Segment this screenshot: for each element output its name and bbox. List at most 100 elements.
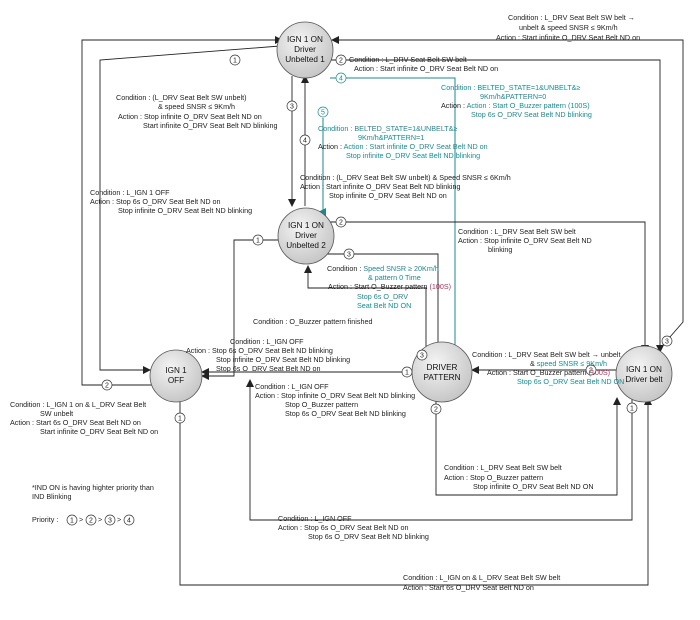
svg-text:4: 4 (127, 518, 131, 525)
priority-marker: 2 (335, 54, 347, 66)
transition-u2-ign-off-label: Condition : L_IGN OFF Action : Stop 6s O… (186, 337, 350, 373)
state-label: IGN 1 ON (287, 35, 323, 44)
svg-text:9Km/h&PATTERN=0: 9Km/h&PATTERN=0 (480, 92, 546, 101)
state-label: IGN 1 ON (288, 221, 324, 230)
svg-text:4: 4 (339, 76, 343, 83)
svg-text:Start infinite O_DRV Seat Belt: Start infinite O_DRV Seat Belt ND blinki… (143, 121, 278, 130)
edge-pattern-to-unbelted2 (304, 265, 427, 366)
priority-marker: 2 (101, 379, 113, 391)
svg-text:blinking: blinking (488, 245, 512, 254)
svg-text:Action : Stop O_Buzzer pattern: Action : Stop O_Buzzer pattern (444, 473, 543, 482)
svg-text:Stop O_Buzzer pattern: Stop O_Buzzer pattern (285, 400, 358, 409)
state-ign1-off: IGN 1 OFF (149, 349, 203, 403)
svg-text:2: 2 (339, 58, 343, 65)
transition-off-left-label: Condition : L_IGN 1 on & L_DRV Seat Belt… (10, 400, 158, 436)
svg-text:Stop 6s O_DRV: Stop 6s O_DRV (357, 292, 408, 301)
svg-text:5: 5 (321, 110, 325, 117)
svg-text:3: 3 (420, 353, 424, 360)
svg-text:Stop infinite O_DRV Seat Belt: Stop infinite O_DRV Seat Belt ND blinkin… (216, 355, 350, 364)
svg-text:Action : Stop 6s O_DRV Seat Be: Action : Stop 6s O_DRV Seat Belt ND on (278, 523, 409, 532)
svg-text:Start infinite O_DRV Seat Belt: Start infinite O_DRV Seat Belt ND on (40, 427, 158, 436)
svg-text:>: > (98, 515, 102, 524)
svg-text:Condition : Speed SNSR ≥ 20Km/: Condition : Speed SNSR ≥ 20Km/h (327, 264, 439, 273)
svg-text:2: 2 (339, 220, 343, 227)
svg-text:Stop 6s O_DRV Seat Belt ND bli: Stop 6s O_DRV Seat Belt ND blinking (285, 409, 406, 418)
transition-u1-teal4-label: Condition : BELTED_STATE=1&UNBELT&≥ 9Km/… (441, 83, 592, 119)
state-label: OFF (168, 376, 184, 385)
svg-text:Action : Start infinite O_DRV: Action : Start infinite O_DRV Seat Belt … (496, 33, 640, 42)
edge-unbelted2-to-belt (330, 221, 649, 353)
svg-text:Stop infinite O_DRV Seat Belt: Stop infinite O_DRV Seat Belt ND on (329, 191, 447, 200)
svg-text:Action : Start O_Buzzer patter: Action : Start O_Buzzer pattern (100S) (487, 368, 610, 377)
svg-text:Priority :: Priority : (32, 515, 58, 524)
svg-text:Stop 6s O_DRV Seat Belt ND on: Stop 6s O_DRV Seat Belt ND on (216, 364, 321, 373)
svg-text:Condition : L_DRV Seat Belt SW: Condition : L_DRV Seat Belt SW belt → (508, 13, 635, 22)
priority-marker: 1 (174, 412, 186, 424)
svg-text:Condition : L_IGN OFF: Condition : L_IGN OFF (255, 382, 329, 391)
priority-marker: 1 (229, 54, 241, 66)
state-label: Unbelted 2 (286, 241, 326, 250)
svg-text:Action : Start 6s O_DRV Seat B: Action : Start 6s O_DRV Seat Belt ND on (403, 583, 534, 592)
edge-unbelted1-to-pattern-teal (330, 77, 459, 367)
svg-text:Condition : (L_DRV Seat Belt S: Condition : (L_DRV Seat Belt SW unbelt) (116, 93, 247, 102)
svg-text:& pattern 0 Time: & pattern 0 Time (368, 273, 421, 282)
label-teal: Action : Start infinite O_DRV Seat Belt … (344, 142, 488, 151)
svg-text:& speed SNSR ≤ 9Km/h: & speed SNSR ≤ 9Km/h (530, 359, 607, 368)
state-label: PATTERN (424, 373, 461, 382)
svg-text:Stop infinite O_DRV Seat Belt: Stop infinite O_DRV Seat Belt ND blinkin… (118, 206, 252, 215)
svg-text:2: 2 (105, 383, 109, 390)
svg-text:Stop 6s O_DRV Seat Belt ND ON: Stop 6s O_DRV Seat Belt ND ON (517, 377, 624, 386)
priority-note: *IND ON is having highter priority than … (32, 483, 154, 501)
svg-text:1: 1 (630, 406, 634, 413)
svg-text:3: 3 (347, 252, 351, 259)
transition-u1-to-u2-label: Condition : (L_DRV Seat Belt SW unbelt) … (300, 173, 511, 200)
state-label: DRIVER (427, 363, 458, 372)
svg-text:3: 3 (108, 518, 112, 525)
svg-text:Condition : BELTED_STATE=1&UNB: Condition : BELTED_STATE=1&UNBELT&≥ (441, 83, 580, 92)
svg-text:1: 1 (178, 416, 182, 423)
transition-top-right-label: Condition : L_DRV Seat Belt SW belt → un… (496, 13, 640, 42)
transition-ign-off-left-label: Condition : L_IGN 1 OFF Action : Stop 6s… (90, 188, 252, 215)
svg-text:Condition : O_Buzzer pattern f: Condition : O_Buzzer pattern finished (253, 317, 372, 326)
transition-u1-right-label: Condition : L_DRV Seat Belt SW belt Acti… (349, 55, 498, 73)
transition-belt-to-pattern-label: Condition : L_DRV Seat Belt SW belt → un… (472, 350, 624, 386)
svg-text:& speed SNSR ≤ 9Km/h: & speed SNSR ≤ 9Km/h (158, 102, 235, 111)
svg-text:Condition : BELTED_STATE=1&UNB: Condition : BELTED_STATE=1&UNBELT&≥ (318, 124, 457, 133)
edge-unbelted1-to-off (99, 45, 281, 374)
svg-text:Stop 6s O_DRV Seat Belt ND bli: Stop 6s O_DRV Seat Belt ND blinking (308, 532, 429, 541)
svg-text:2: 2 (589, 368, 593, 375)
edge-pattern-to-belt (435, 397, 621, 496)
svg-text:Condition : L_IGN OFF: Condition : L_IGN OFF (278, 514, 352, 523)
transition-buzzer-finished-label: Condition : O_Buzzer pattern finished (253, 317, 372, 326)
svg-text:unbelt & speed SNSR ≤ 9Km/h: unbelt & speed SNSR ≤ 9Km/h (519, 23, 618, 32)
transition-u2-pattern-label: Condition : Speed SNSR ≥ 20Km/h & patter… (327, 264, 451, 310)
svg-text:Action : Stop 6s O_DRV Seat Be: Action : Stop 6s O_DRV Seat Belt ND on (90, 197, 221, 206)
transition-u1-left-label: Condition : (L_DRV Seat Belt SW unbelt) … (116, 93, 278, 130)
svg-text:Action : Start 6s O_DRV Seat B: Action : Start 6s O_DRV Seat Belt ND on (10, 418, 141, 427)
svg-text:Action : Stop infinite O_DRV S: Action : Stop infinite O_DRV Seat Belt N… (458, 236, 592, 245)
edge-unbelted1-to-belt (330, 59, 664, 353)
svg-text:1: 1 (405, 370, 409, 377)
edge-off-to-belt (179, 397, 652, 586)
priority-marker: 2 (585, 364, 597, 376)
svg-text:9Km/h&PATTERN=1: 9Km/h&PATTERN=1 (358, 133, 424, 142)
state-ign1-on-unbelted1: IGN 1 ON Driver Unbelted 1 (276, 21, 334, 79)
svg-text:Condition : L_DRV Seat Belt SW: Condition : L_DRV Seat Belt SW belt (458, 227, 576, 236)
svg-text:Action : Stop infinite O_DRV S: Action : Stop infinite O_DRV Seat Belt N… (255, 391, 415, 400)
svg-text:*IND ON is having highter prio: *IND ON is having highter priority than (32, 483, 154, 492)
priority-marker: 3 (286, 100, 298, 112)
svg-text:IND Blinking: IND Blinking (32, 492, 72, 501)
priority-marker: 4 (299, 134, 311, 146)
svg-text:1: 1 (70, 518, 74, 525)
priority-marker: 3 (661, 335, 673, 347)
state-label: Driver (295, 231, 317, 240)
transition-off-to-belt-label: Condition : L_IGN on & L_DRV Seat Belt S… (403, 573, 560, 592)
edges (81, 36, 684, 586)
svg-text:Condition : L_DRV Seat Belt SW: Condition : L_DRV Seat Belt SW belt → un… (472, 350, 621, 359)
priority-marker: 1 (252, 234, 264, 246)
svg-text:Action : Stop infinite O_DRV S: Action : Stop infinite O_DRV Seat Belt N… (118, 112, 262, 121)
state-label: Unbelted 1 (285, 55, 325, 64)
priority-marker: 3 (416, 349, 428, 361)
svg-text:SW unbelt: SW unbelt (40, 409, 73, 418)
